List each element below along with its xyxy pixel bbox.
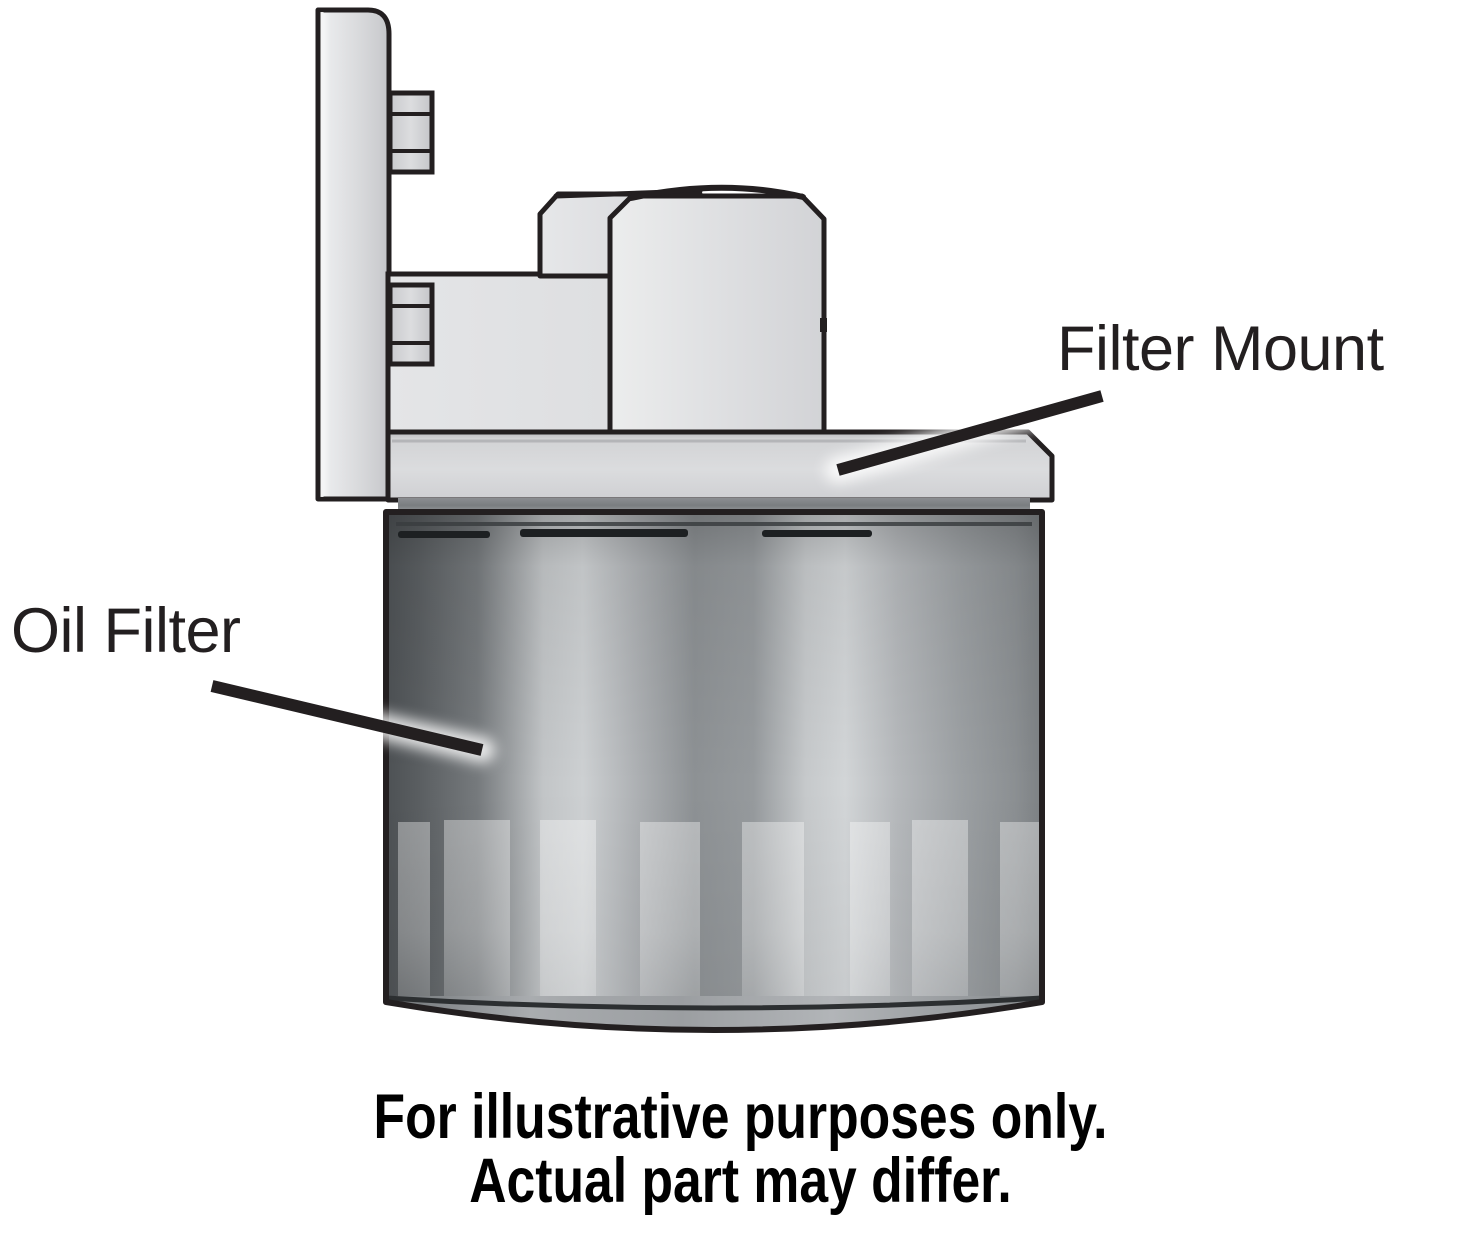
caption-line-2: Actual part may differ.	[469, 1146, 1012, 1217]
leader-line-filter-mount	[825, 383, 1115, 483]
caption-line-1: For illustrative purposes only.	[373, 1082, 1108, 1152]
label-filter-mount: Filter Mount	[1057, 314, 1384, 384]
canister-flutes	[398, 820, 1042, 1006]
hex-boss-large	[607, 184, 827, 435]
leader-line-oil-filter	[199, 673, 495, 763]
label-oil-filter: Oil Filter	[11, 596, 241, 666]
vertical-mounting-plate	[315, 7, 392, 502]
canister-rim-dashes	[398, 529, 872, 538]
oil-filter-canister	[383, 509, 1045, 1033]
lower-bolt-boss	[387, 282, 435, 367]
upper-bolt-boss	[387, 90, 435, 175]
disclaimer-caption: For illustrative purposes only. Actual p…	[133, 1085, 1347, 1214]
